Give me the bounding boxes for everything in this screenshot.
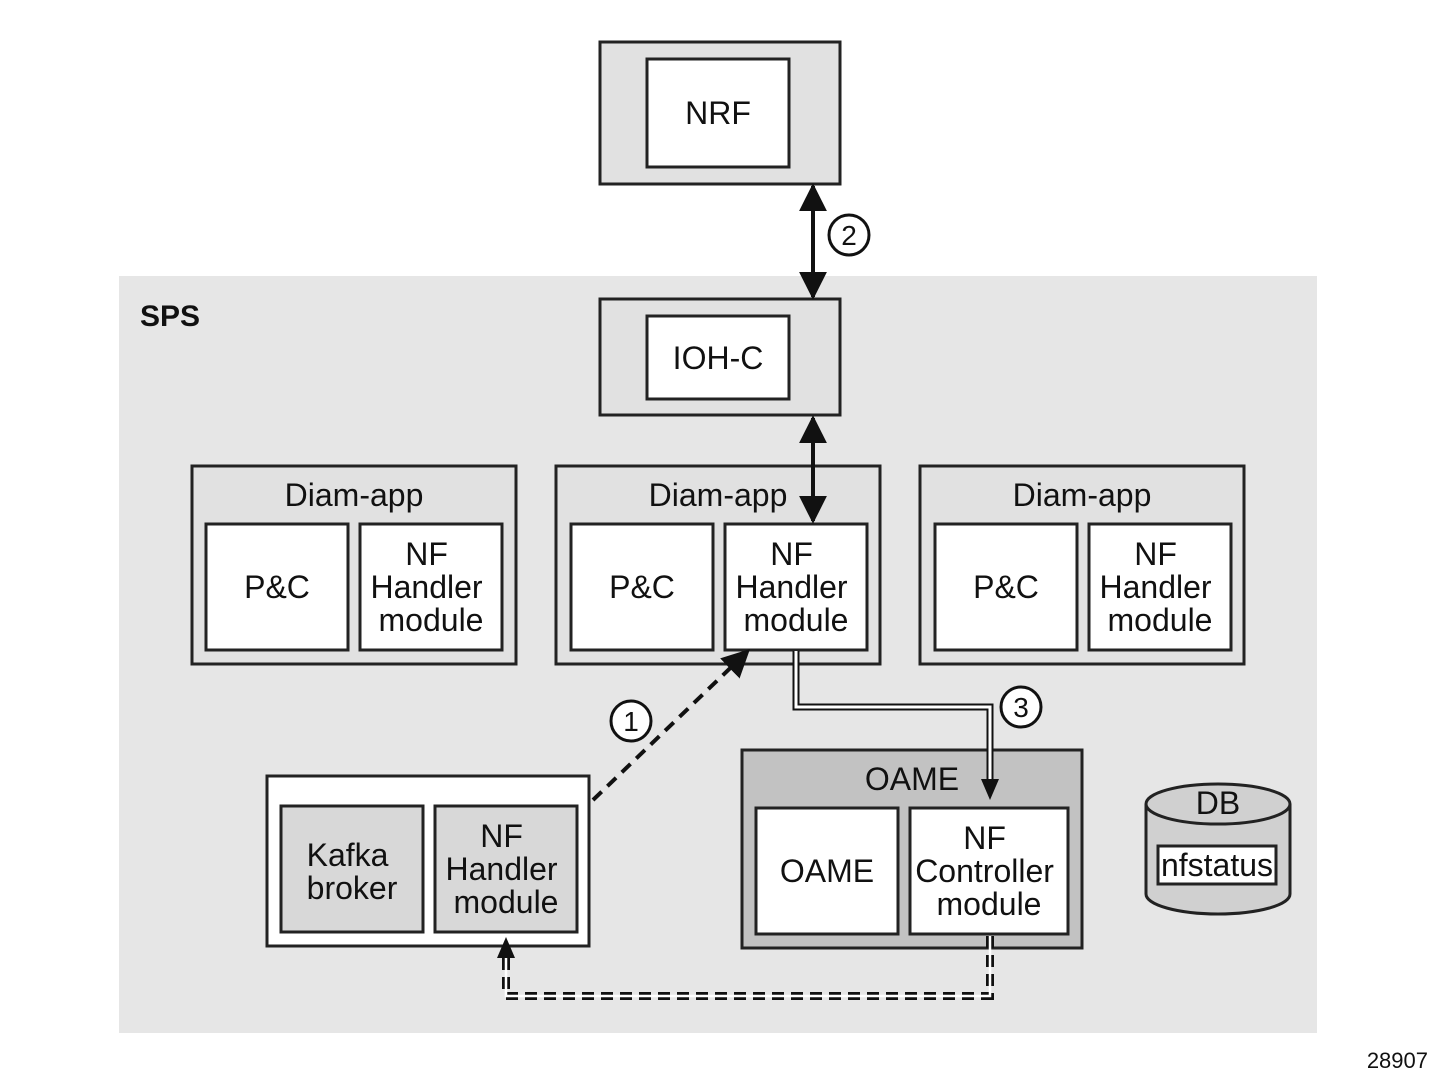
diam-app-1: Diam-app P&C NF Handler module [190, 464, 518, 666]
db-cylinder: DB nfstatus [1144, 782, 1292, 916]
oame-group: OAME OAME NF Controller module [740, 748, 1084, 950]
iohc-node: IOH-C [598, 297, 842, 417]
nrf-node: NRF [598, 40, 842, 186]
nf-controller-label: NF Controller module [915, 820, 1063, 922]
diam-app-title: Diam-app [285, 477, 424, 513]
step-2-marker: 2 [827, 213, 871, 257]
arrow-controller-kafka [497, 936, 994, 1000]
step-3-label: 3 [1013, 692, 1029, 723]
diam-app-title: Diam-app [649, 477, 788, 513]
pc-label: P&C [973, 569, 1039, 605]
oame-inner-label: OAME [780, 853, 874, 889]
nrf-label: NRF [685, 95, 751, 131]
step-3-marker: 3 [999, 685, 1043, 729]
sps-label: SPS [140, 300, 200, 333]
pc-label: P&C [609, 569, 675, 605]
nf-handler-label: NF Handler module [736, 536, 857, 638]
diam-app-3: Diam-app P&C NF Handler module [918, 464, 1246, 666]
step-2-label: 2 [841, 220, 857, 251]
pc-label: P&C [244, 569, 310, 605]
step-1-label: 1 [623, 706, 639, 737]
step-1-marker: 1 [609, 699, 653, 743]
diam-app-title: Diam-app [1013, 477, 1152, 513]
iohc-label: IOH-C [673, 340, 764, 376]
kafka-broker-label: Kafka broker [307, 837, 398, 906]
arrow-kafka-nfhandler [591, 649, 751, 802]
nfstatus-label: nfstatus [1161, 847, 1273, 883]
arrow-nfhandler-controller [792, 651, 999, 800]
db-label: DB [1196, 785, 1240, 821]
diam-app-2: Diam-app P&C NF Handler module [554, 464, 882, 666]
figure-id: 28907 [1367, 1048, 1428, 1073]
nf-handler-label: NF Handler module [1100, 536, 1221, 638]
oame-title: OAME [865, 761, 959, 797]
kafka-nf-handler-label: NF Handler module [446, 818, 567, 920]
kafka-group: Kafka broker NF Handler module [265, 774, 591, 948]
nf-handler-label: NF Handler module [371, 536, 492, 638]
